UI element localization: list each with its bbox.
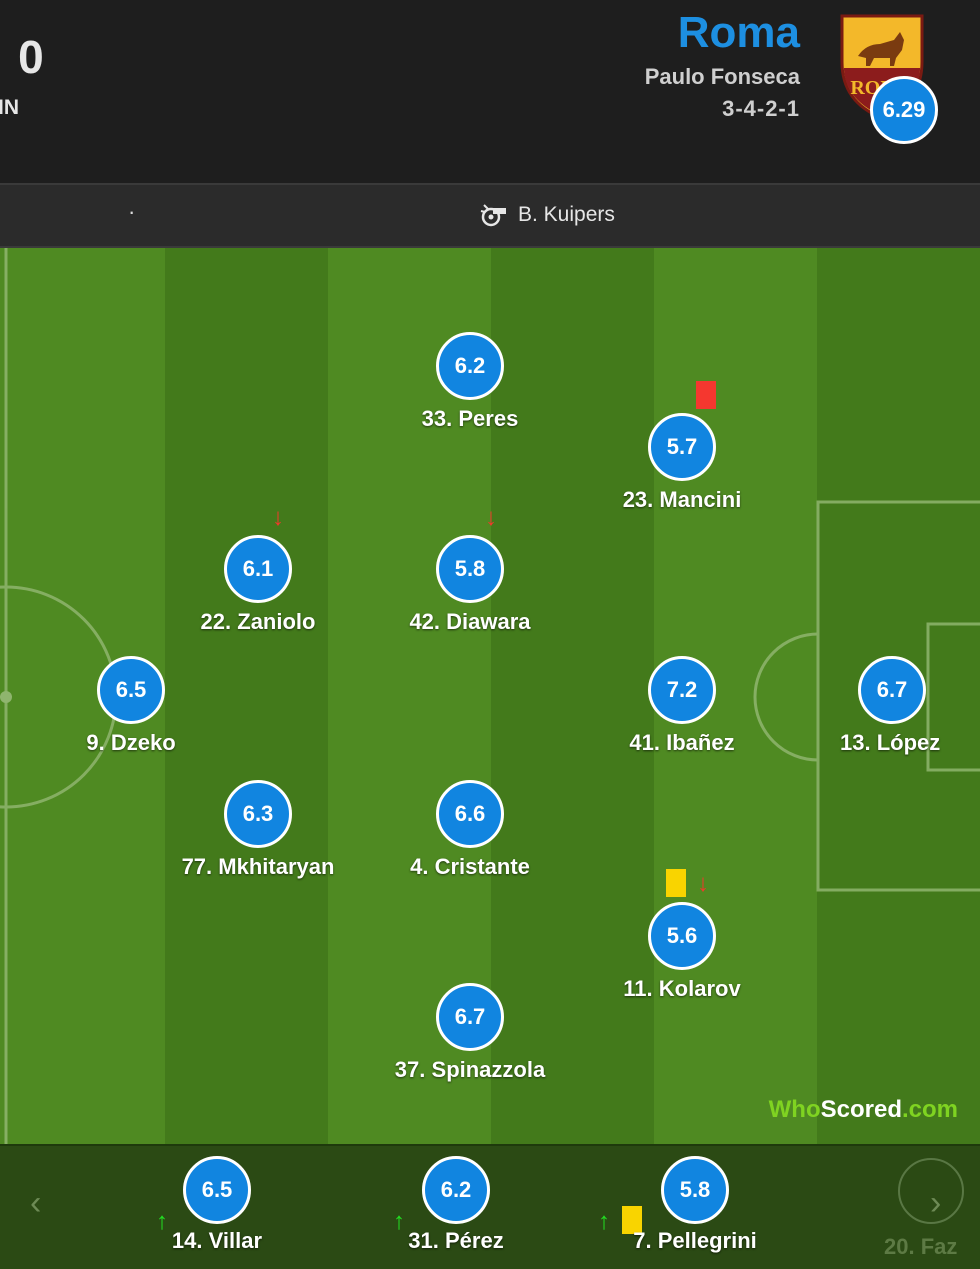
player-card[interactable]: 5.7 23. Mancini — [582, 413, 782, 513]
score-subtext: IN — [0, 96, 19, 119]
player-rating: 6.1 — [224, 535, 292, 603]
bench-player-card[interactable]: 6.5 14. Villar — [117, 1156, 317, 1254]
team-name[interactable]: Roma — [677, 8, 800, 57]
player-card[interactable]: 6.2 33. Peres — [370, 332, 570, 432]
team-rating: 6.29 — [870, 76, 938, 144]
pitch: WhoScored.com 6.2 33. Peres 5.7 23. Manc… — [0, 248, 980, 1144]
team-formation: 3-4-2-1 — [722, 96, 800, 121]
player-rating: 5.7 — [648, 413, 716, 481]
player-card[interactable]: 6.5 9. Dzeko — [31, 656, 231, 756]
player-name: 14. Villar — [171, 1228, 263, 1253]
bench-player-card[interactable]: 5.8 7. Pellegrini — [595, 1156, 795, 1254]
sub-off-arrow-icon: ↓ — [272, 504, 284, 531]
bench-player-partial-rating[interactable] — [898, 1158, 964, 1224]
player-name: 9. Dzeko — [86, 730, 176, 755]
player-rating: 6.2 — [436, 332, 504, 400]
player-card[interactable]: 6.6 4. Cristante — [370, 780, 570, 880]
sub-on-arrow-icon: ↑ — [393, 1208, 405, 1235]
bench-player-partial-name: 20. Faz — [884, 1234, 958, 1259]
player-rating: 6.5 — [183, 1156, 251, 1224]
substitutes-bench: ‹ ↑ 6.5 14. Villar ↑ 6.2 31. Pérez ↑ 5.8… — [0, 1144, 980, 1269]
player-card[interactable]: 5.8 42. Diawara — [370, 535, 570, 635]
referee-info: B. Kuipers — [480, 202, 615, 228]
player-rating: 6.2 — [422, 1156, 490, 1224]
player-card[interactable]: 5.6 11. Kolarov — [582, 902, 782, 1002]
player-rating: 5.8 — [436, 535, 504, 603]
player-name: 4. Cristante — [410, 854, 530, 879]
player-name: 31. Pérez — [408, 1228, 504, 1253]
player-rating: 6.5 — [97, 656, 165, 724]
referee-name: B. Kuipers — [518, 203, 615, 226]
player-name: 33. Peres — [421, 406, 519, 431]
player-name: 11. Kolarov — [623, 976, 741, 1001]
sub-on-arrow-icon: ↑ — [598, 1208, 610, 1235]
red-card-icon — [696, 381, 716, 409]
yellow-card-icon — [666, 869, 686, 897]
player-name: 41. Ibañez — [629, 730, 735, 755]
player-rating: 7.2 — [648, 656, 716, 724]
player-name: 37. Spinazzola — [394, 1057, 546, 1082]
bench-player-card[interactable]: 6.2 31. Pérez — [356, 1156, 556, 1254]
player-card[interactable]: 6.3 77. Mkhitaryan — [158, 780, 358, 880]
sub-off-arrow-icon: ↓ — [697, 870, 709, 897]
player-rating: 6.3 — [224, 780, 292, 848]
player-rating: 6.7 — [858, 656, 926, 724]
player-card[interactable]: 6.1 22. Zaniolo — [158, 535, 358, 635]
player-rating: 6.7 — [436, 983, 504, 1051]
chevron-right-icon[interactable]: › — [930, 1184, 942, 1222]
sub-on-arrow-icon: ↑ — [156, 1208, 168, 1235]
team-manager: Paulo Fonseca — [644, 64, 800, 89]
player-rating: 5.6 — [648, 902, 716, 970]
player-card[interactable]: 7.2 41. Ibañez — [582, 656, 782, 756]
player-name: 22. Zaniolo — [200, 609, 316, 634]
match-info-bar: · B. Kuipers — [0, 183, 980, 248]
player-name: 23. Mancini — [622, 487, 742, 512]
player-name: 13. López — [840, 730, 941, 755]
whoscored-logo: WhoScored.com — [768, 1096, 958, 1123]
whistle-icon — [480, 204, 506, 227]
player-name: 42. Diawara — [409, 609, 531, 634]
match-header: : 0 IN Roma Paulo Fonseca 3-4-2-1 ROMA 6… — [0, 0, 980, 183]
player-name: 7. Pellegrini — [633, 1228, 757, 1253]
player-name: 77. Mkhitaryan — [181, 854, 335, 879]
score-partial: : 0 — [0, 31, 45, 83]
player-card[interactable]: 6.7 13. López — [780, 656, 980, 756]
player-card[interactable]: 6.7 37. Spinazzola — [370, 983, 570, 1083]
sub-off-arrow-icon: ↓ — [485, 504, 497, 531]
yellow-card-icon — [622, 1206, 642, 1234]
info-separator: · — [128, 199, 136, 224]
player-rating: 5.8 — [661, 1156, 729, 1224]
player-rating: 6.6 — [436, 780, 504, 848]
chevron-left-icon[interactable]: ‹ — [30, 1184, 42, 1222]
